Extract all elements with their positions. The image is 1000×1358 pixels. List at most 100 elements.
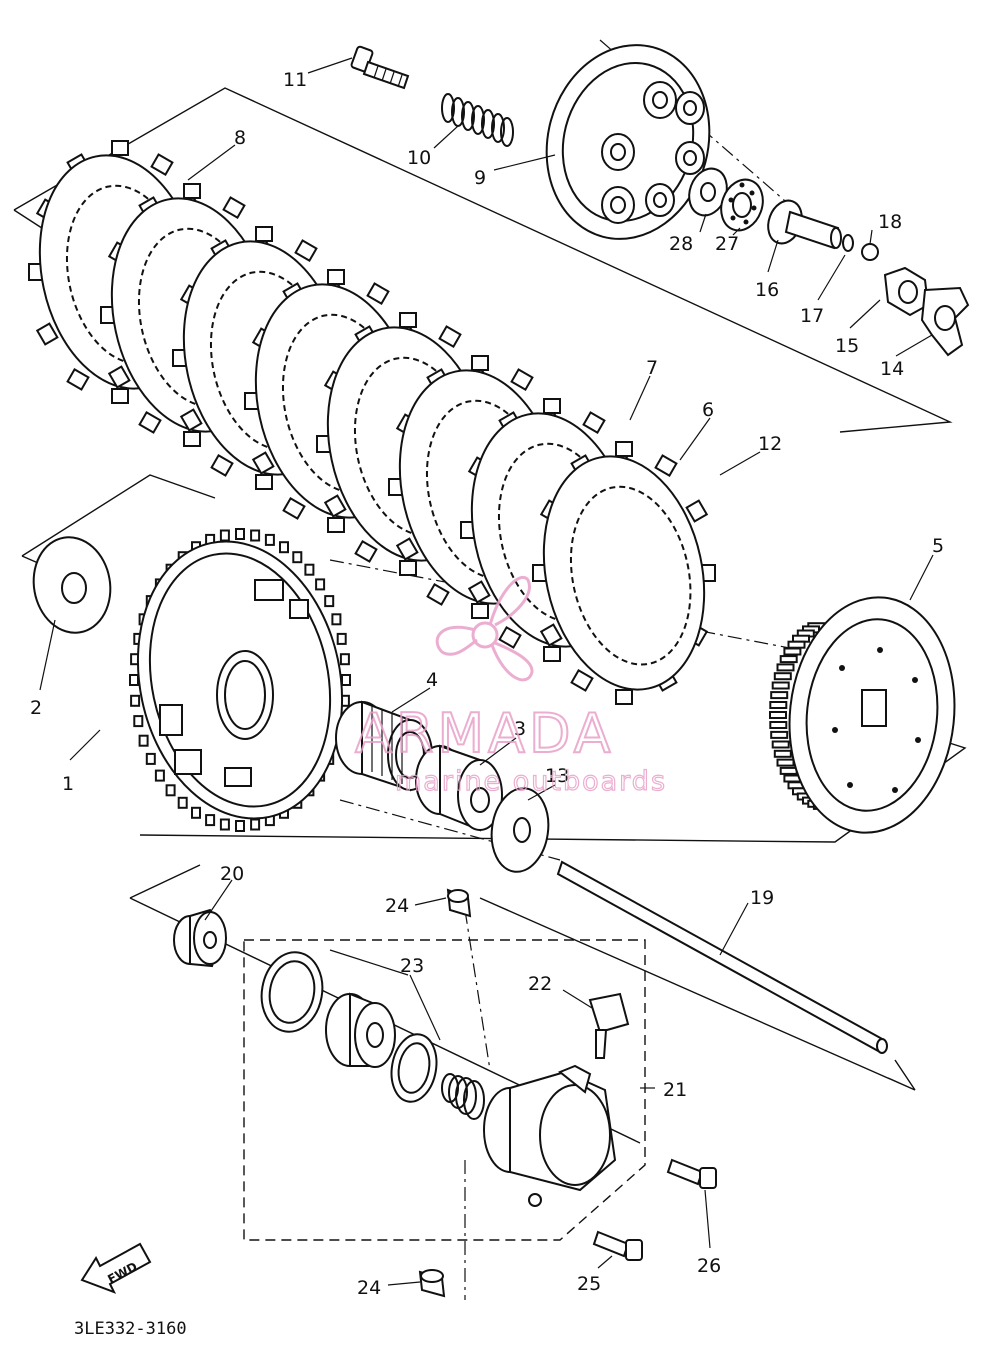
boss-spline-tooth (770, 730, 789, 739)
plate-tab (685, 499, 709, 523)
gear-tooth (304, 563, 315, 576)
callout-14: 14 (880, 358, 904, 380)
gear-tooth (219, 818, 230, 831)
gear-tooth (339, 653, 350, 666)
part-5-clutch-boss (769, 596, 956, 834)
part-11-bolt (350, 45, 410, 90)
callout-18: 18 (878, 211, 902, 233)
boss-spline-tooth (779, 766, 798, 775)
boss-spline-tooth (769, 701, 788, 709)
part-18-ball (861, 243, 879, 261)
plate-tab (107, 365, 131, 389)
plate-tab (111, 140, 129, 156)
clutch-plate (532, 441, 716, 705)
boss-spline-tooth (771, 681, 790, 690)
callout-19: 19 (750, 887, 774, 909)
leader-lines (39, 57, 934, 1286)
callout-24-top: 24 (385, 895, 409, 917)
gear-tooth (250, 818, 261, 831)
boss-spline-tooth (783, 647, 802, 656)
plate-tab (138, 410, 162, 434)
part-24-dowel-top (446, 888, 472, 918)
boss-spline-tooth (769, 721, 788, 729)
boss-spline-tooth (787, 640, 806, 649)
part-21-cylinder-body (483, 1064, 617, 1207)
part-25-bolt (592, 1230, 643, 1261)
part-26-bolt (666, 1158, 717, 1189)
plate-tab (255, 226, 273, 242)
callout-17: 17 (800, 305, 824, 327)
callout-10: 10 (407, 147, 431, 169)
watermark-brand: ARMADA (355, 702, 615, 765)
part-10-spring (441, 93, 514, 147)
gear-tooth (336, 632, 347, 645)
part-27-bearing (720, 178, 764, 232)
plate-stack (28, 140, 716, 705)
part-19-push-rod-long (556, 860, 888, 1054)
gear-tooth (279, 541, 289, 554)
master-cylinder-group-box (243, 939, 646, 1241)
gear-tooth (138, 734, 149, 747)
part-17-o-ring (842, 234, 854, 252)
plate-tab (438, 325, 462, 349)
plate-tab (327, 517, 345, 533)
callout-13: 13 (545, 765, 569, 787)
part-13-thrust-washer (490, 787, 550, 873)
boss-spline-tooth (776, 758, 795, 767)
gear-tooth (331, 613, 342, 626)
fwd-arrow-icon: FWD (80, 1242, 152, 1294)
plate-tab (294, 239, 318, 263)
watermark-logo: ARMADA marine outboards (354, 576, 667, 798)
part-22-bleeder (588, 992, 630, 1059)
gear-tooth (324, 595, 335, 608)
callout-labels: 1 2 3 4 5 6 7 8 9 10 11 12 13 14 15 16 1… (30, 69, 944, 1299)
part-3-collar (415, 744, 503, 832)
watermark-tagline: marine outboards (395, 766, 667, 797)
plate-tab (222, 196, 246, 220)
gear-tooth (205, 814, 216, 827)
gear-tooth (219, 529, 230, 542)
part-24-dowel-bottom (418, 1269, 446, 1298)
callout-16: 16 (755, 279, 779, 301)
part-1-clutch-housing (129, 528, 351, 832)
gear-tooth (191, 806, 201, 819)
plate-tab (35, 322, 59, 346)
plate-tab (498, 625, 522, 649)
boss-spline-tooth (776, 663, 795, 672)
gear-tooth (341, 674, 351, 686)
gear-tooth (264, 533, 275, 546)
gear-tooth (235, 528, 245, 540)
gear-tooth (145, 752, 156, 765)
part-21-spring (441, 1073, 485, 1120)
gear-tooth (133, 715, 144, 728)
boss-spline-tooth (771, 740, 790, 749)
plate-tab (399, 560, 417, 576)
plate-outer-ring (542, 455, 706, 691)
gear-tooth (315, 578, 326, 591)
plate-tab (251, 451, 275, 475)
callout-20: 20 (220, 863, 244, 885)
callout-22: 22 (528, 973, 552, 995)
plate-tab (426, 582, 450, 606)
plate-tab (399, 312, 417, 328)
callout-12: 12 (758, 433, 782, 455)
boss-spline-tooth (779, 655, 798, 664)
callout-24-bottom: 24 (357, 1277, 381, 1299)
callout-27: 27 (715, 233, 739, 255)
gear-tooth (154, 769, 165, 782)
part-23-seal-kit (260, 951, 438, 1103)
plate-tab (179, 408, 203, 432)
plate-tab (654, 454, 678, 478)
boss-spline-tooth (773, 672, 792, 681)
callout-3: 3 (514, 718, 526, 740)
plate-tab (395, 537, 419, 561)
part-20-seal (173, 908, 227, 968)
callout-23: 23 (400, 955, 424, 977)
plate-tab (539, 623, 563, 647)
plate-tab (582, 411, 606, 435)
callout-25: 25 (577, 1273, 601, 1295)
propeller-logo-icon (435, 576, 534, 682)
callout-7: 7 (646, 357, 658, 379)
callout-15: 15 (835, 335, 859, 357)
